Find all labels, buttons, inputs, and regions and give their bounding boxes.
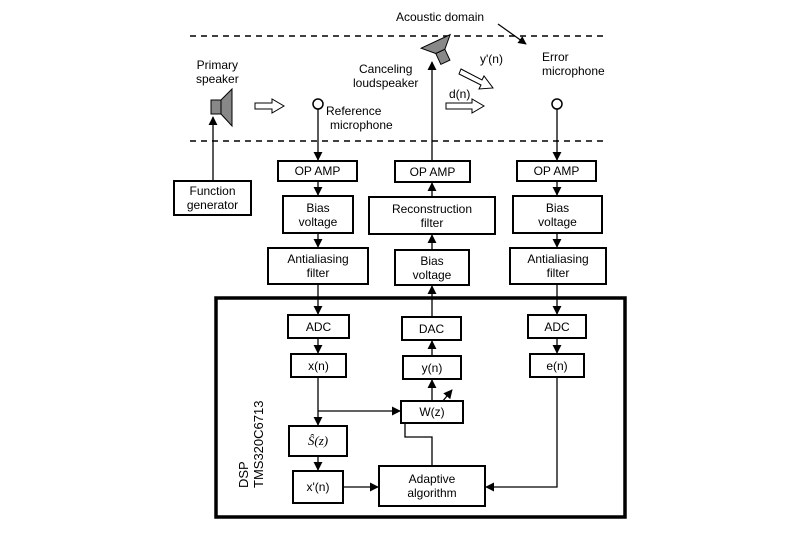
error-adc-block: ADC [527, 314, 587, 339]
d-n-label: d(n) [449, 87, 471, 101]
w-z-block: W(z) [400, 400, 464, 424]
acoustic-domain-label: Acoustic domain [396, 10, 485, 24]
y-n-block: y(n) [402, 355, 462, 380]
d-n-sound-arrow [445, 98, 485, 114]
primary-speaker-label: Primary speaker [196, 58, 239, 86]
error-opamp-block: OP AMP [516, 160, 597, 182]
cancel-opamp-block: OP AMP [394, 160, 471, 183]
wire-en-adaptive [485, 378, 558, 492]
y-prime-n-label: y'(n) [480, 52, 503, 66]
e-n-block: e(n) [529, 353, 585, 378]
reference-microphone-label: Reference microphone [326, 104, 393, 132]
error-microphone-label: Error microphone [542, 50, 605, 78]
canceling-loudspeaker-icon [419, 33, 452, 66]
error-microphone-icon [551, 98, 563, 110]
reference-adc-block: ADC [287, 314, 350, 339]
y-prime-sound-arrow [458, 68, 494, 90]
dsp-boundary [214, 296, 627, 519]
x-n-block: x(n) [290, 353, 347, 378]
dsp-label: DSP TMS320C6713 [236, 400, 266, 488]
reference-opamp-block: OP AMP [277, 160, 358, 182]
acoustic-domain-pointer [497, 23, 527, 45]
dac-block: DAC [401, 316, 462, 341]
wire-adaptive-wz [404, 424, 433, 465]
x-prime-n-block: x'(n) [292, 470, 344, 504]
primary-sound-arrow [254, 98, 285, 114]
canceling-loudspeaker-label: Canceling loudspeaker [353, 62, 419, 90]
reference-microphone-icon [312, 98, 324, 110]
s-hat-z-block: Ŝ(z) [288, 425, 348, 457]
primary-speaker-icon [210, 87, 233, 128]
